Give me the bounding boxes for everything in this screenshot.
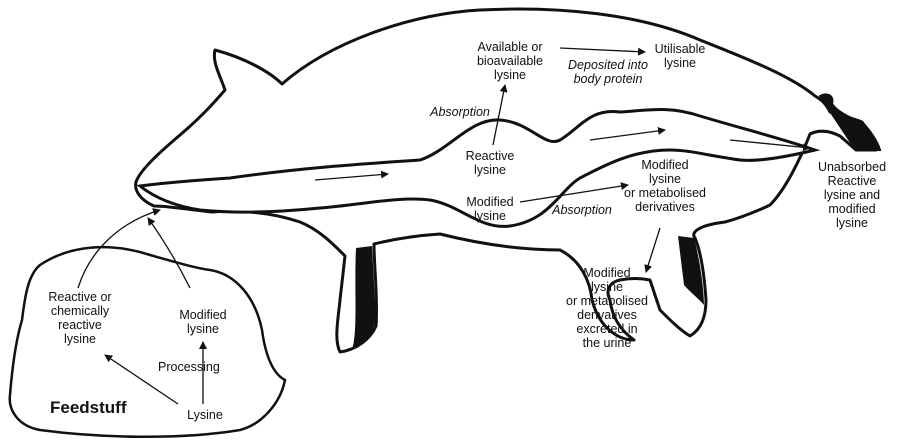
label-deposited: Deposited into body protein xyxy=(558,58,658,86)
label-lysine: Lysine xyxy=(170,408,240,422)
label-modified-derivatives: Modified lysine or metabolised derivativ… xyxy=(612,158,718,214)
label-modified-lysine-feed: Modified lysine xyxy=(168,308,238,336)
label-processing: Processing xyxy=(158,360,238,374)
label-reactive-lysine-feed: Reactive or chemically reactive lysine xyxy=(30,290,130,346)
label-feedstuff: Feedstuff xyxy=(50,398,127,418)
label-available-lysine: Available or bioavailable lysine xyxy=(465,40,555,82)
label-absorption-upper: Absorption xyxy=(420,105,500,119)
label-reactive-lysine-gut: Reactive lysine xyxy=(455,149,525,177)
label-modified-lysine-gut: Modified lysine xyxy=(455,195,525,223)
label-absorption-lower: Absorption xyxy=(542,203,622,217)
label-unabsorbed: Unabsorbed Reactive lysine and modified … xyxy=(808,160,896,230)
label-excreted-urine: Modified lysine or metabolised derivativ… xyxy=(552,266,662,350)
